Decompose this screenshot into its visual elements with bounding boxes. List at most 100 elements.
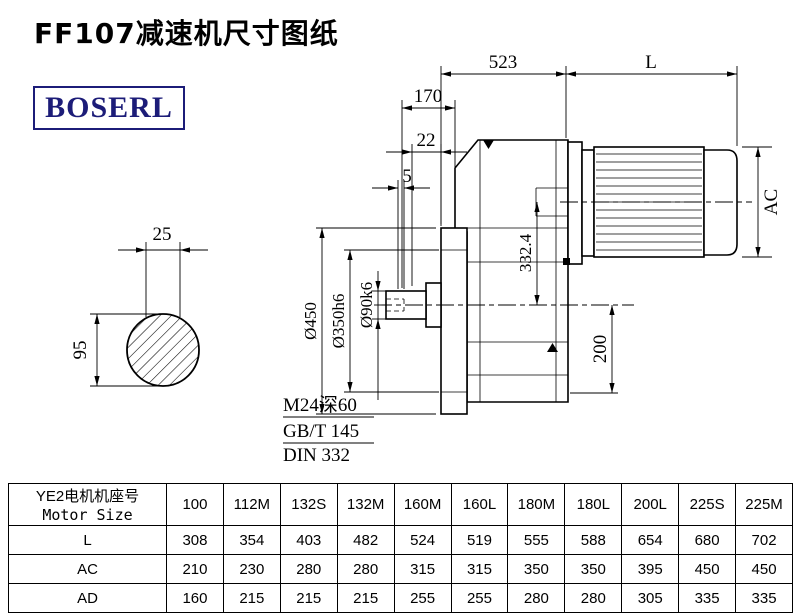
value-cell: 210 xyxy=(166,554,224,584)
row-label: AC xyxy=(8,554,167,584)
dim-spigot-dia-label: Ø350h6 xyxy=(329,294,348,349)
dim-523-label: 523 xyxy=(489,52,518,73)
dim-332-4-label: 332.4 xyxy=(516,233,535,272)
fan-cover xyxy=(703,149,738,256)
value-cell: 230 xyxy=(222,554,281,584)
value-cell: 350 xyxy=(507,554,566,584)
value-cell: 280 xyxy=(507,583,566,613)
table-header-row: YE2电机机座号 Motor Size 100 112M 132S 132M 1… xyxy=(8,483,793,526)
flange-bolt-lines xyxy=(441,249,467,393)
value-cell: 335 xyxy=(678,583,737,613)
dim-flange-dia-label: Ø450 xyxy=(301,302,320,340)
value-cell: 654 xyxy=(621,525,680,555)
column-header: 180M xyxy=(507,483,566,526)
dim-shaft-dia-label: Ø90k6 xyxy=(357,282,376,328)
column-header: 132S xyxy=(279,483,338,526)
value-cell: 308 xyxy=(166,525,224,555)
value-cell: 450 xyxy=(678,554,737,584)
value-cell: 280 xyxy=(279,554,338,584)
shaft-tapped-hole xyxy=(386,298,405,312)
value-cell: 354 xyxy=(222,525,281,555)
table-row: AC 210 230 280 280 315 315 350 350 395 4… xyxy=(8,554,793,584)
column-header: 100 xyxy=(166,483,224,526)
table-row: L 308 354 403 482 524 519 555 588 654 68… xyxy=(8,525,793,555)
column-header: 225M xyxy=(735,483,793,526)
value-cell: 350 xyxy=(564,554,623,584)
thread-note-line3: DIN 332 xyxy=(283,445,350,466)
row-label: L xyxy=(8,525,167,555)
value-cell: 450 xyxy=(735,554,793,584)
value-cell: 215 xyxy=(336,583,395,613)
dim-shaft-dia: Ø90k6 xyxy=(357,271,386,400)
mounting-flange xyxy=(440,227,468,415)
dim-25: 25 xyxy=(118,224,208,317)
value-cell: 403 xyxy=(279,525,338,555)
motor-flange xyxy=(581,149,595,257)
value-cell: 680 xyxy=(678,525,737,555)
value-cell: 555 xyxy=(507,525,566,555)
dim-flange-dia: Ø450 xyxy=(301,227,436,415)
value-cell: 702 xyxy=(735,525,793,555)
brand-logo-box: BOSERL xyxy=(33,86,185,130)
value-cell: 160 xyxy=(166,583,224,613)
table-row: AD 160 215 215 215 255 255 280 280 305 3… xyxy=(8,583,793,613)
value-cell: 315 xyxy=(393,554,452,584)
column-header: 112M xyxy=(222,483,281,526)
brand-logo-text: BOSERL xyxy=(45,91,173,124)
dim-AC: AC xyxy=(742,146,782,258)
dim-22-label: 22 xyxy=(417,130,436,151)
value-cell: 335 xyxy=(735,583,793,613)
dim-25-label: 25 xyxy=(153,224,172,245)
row-label: AD xyxy=(8,583,167,613)
column-header: 160L xyxy=(450,483,509,526)
dim-22: 22 xyxy=(386,130,467,286)
dim-5: 5 xyxy=(372,166,430,289)
column-header: 160M xyxy=(393,483,452,526)
motor-fins xyxy=(596,153,702,251)
gearbox-side-view xyxy=(374,139,752,415)
technical-drawing: 25 95 xyxy=(70,52,782,466)
dim-170: 170 xyxy=(401,86,456,288)
motor-size-header: YE2电机机座号 Motor Size xyxy=(8,483,167,526)
value-cell: 280 xyxy=(336,554,395,584)
thread-note: M24深60 GB/T 145 DIN 332 xyxy=(283,394,374,466)
value-cell: 588 xyxy=(564,525,623,555)
dim-95-label: 95 xyxy=(70,341,91,360)
column-header: 200L xyxy=(621,483,680,526)
value-cell: 255 xyxy=(393,583,452,613)
shaft-section-circle xyxy=(126,313,200,387)
column-header: 132M xyxy=(336,483,395,526)
value-cell: 524 xyxy=(393,525,452,555)
dim-170-label: 170 xyxy=(414,86,443,107)
shaft-cross-section-view: 25 95 xyxy=(70,224,208,387)
dim-5-label: 5 xyxy=(402,166,412,187)
column-header: 180L xyxy=(564,483,623,526)
dim-332-4: 332.4 xyxy=(516,202,540,305)
dim-200: 200 xyxy=(570,305,618,394)
page-title: FF107减速机尺寸图纸 xyxy=(34,17,339,50)
dim-L-label: L xyxy=(645,52,657,73)
motor-size-table: YE2电机机座号 Motor Size 100 112M 132S 132M 1… xyxy=(8,483,793,613)
dim-L: L xyxy=(566,52,738,146)
column-header: 225S xyxy=(678,483,737,526)
value-cell: 395 xyxy=(621,554,680,584)
motor-adapter-flange xyxy=(567,141,583,265)
dim-200-label: 200 xyxy=(590,335,611,364)
dim-spigot-dia: Ø350h6 xyxy=(329,249,439,393)
value-cell: 315 xyxy=(450,554,509,584)
value-cell: 305 xyxy=(621,583,680,613)
value-cell: 215 xyxy=(279,583,338,613)
dim-95: 95 xyxy=(70,313,158,387)
value-cell: 482 xyxy=(336,525,395,555)
value-cell: 215 xyxy=(222,583,281,613)
value-cell: 519 xyxy=(450,525,509,555)
gear-housing xyxy=(454,139,569,403)
header-line-en: Motor Size xyxy=(42,506,133,524)
dim-AC-label: AC xyxy=(761,189,782,215)
dim-523: 523 xyxy=(440,52,567,226)
thread-note-line2: GB/T 145 xyxy=(283,421,359,442)
value-cell: 280 xyxy=(564,583,623,613)
value-cell: 255 xyxy=(450,583,509,613)
thread-note-line1: M24深60 xyxy=(283,394,357,416)
